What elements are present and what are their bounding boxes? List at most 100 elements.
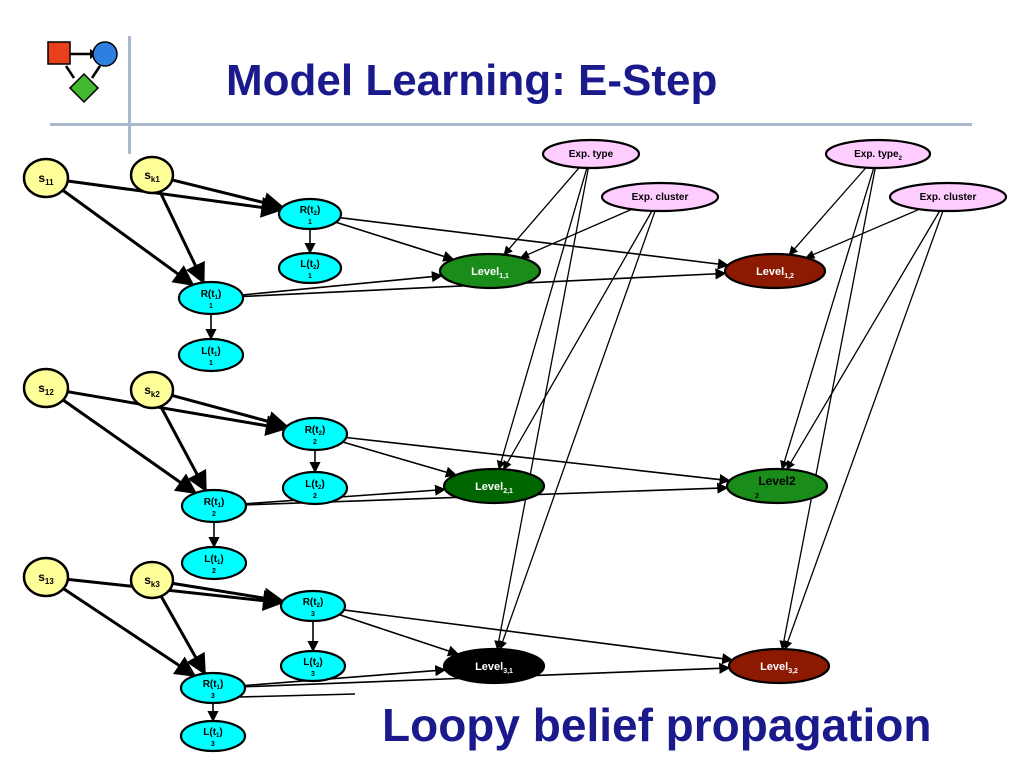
node-index-Rt2_1: 1	[308, 219, 312, 226]
node-label-Lt2_3: L(t2)	[303, 657, 322, 669]
node-label-Lt1_2: L(t1)	[204, 554, 223, 566]
node-label-Lt1_3: L(t1)	[203, 727, 222, 739]
node-Rt2_1: R(t2)1	[277, 197, 343, 231]
node-label-s11: s11	[38, 171, 54, 187]
edge-exp_cluster2-to-level32	[783, 210, 944, 650]
node-Lt1_3: L(t1) 3	[179, 719, 247, 753]
node-label-Rt1_1: R(t1)	[201, 289, 222, 301]
edge-s11-to-Rt2_1	[67, 179, 283, 218]
edge-sk3-to-Rt1_3	[159, 595, 207, 676]
node-Rt1_2: R(t1) 2	[180, 488, 248, 524]
node-level12: Level1,2	[723, 252, 827, 290]
node-level31: Level3,1	[442, 647, 546, 685]
node-Lt2_3: L(t2) 3	[279, 649, 347, 683]
edge-stub	[239, 693, 356, 698]
edge-Rt1_3-to-level31	[244, 665, 447, 687]
node-Rt2_2: R(t2) 2	[281, 416, 349, 452]
node-label-Lt2_2: L(t2)	[305, 479, 324, 491]
edges	[61, 167, 944, 723]
edge-Rt2_1-to-level12	[339, 216, 730, 270]
edge-Rt2_3-to-level32	[343, 609, 734, 665]
edge-exp_type1-to-level31	[494, 167, 589, 650]
node-label-Rt2_3: R(t2)	[303, 597, 324, 609]
node-label-exp_type1: Exp. type	[569, 149, 614, 160]
node-index-Lt1_1: 1	[209, 360, 213, 367]
model-network-icon	[47, 41, 118, 104]
node-index-Lt2_3: 3	[311, 671, 315, 678]
node-label-Rt1_2: R(t1)	[204, 497, 225, 509]
slide-title: Model Learning: E-Step	[226, 56, 718, 105]
node-index-Rt1_1: 1	[209, 303, 213, 310]
node-index-Lt1_3: 3	[211, 741, 215, 748]
node-sk3: sk3	[129, 560, 175, 600]
edge-s13-to-Rt1_3	[62, 587, 197, 677]
edge-sk2-to-Rt2_2	[171, 393, 289, 432]
node-sk2: sk2	[129, 370, 175, 410]
node-label-exp_type2: Exp. type2	[854, 149, 902, 162]
node-label-sk3: sk3	[144, 573, 160, 589]
edge-Rt2_3-to-level31	[338, 613, 460, 657]
node-exp_cluster2: Exp. cluster	[888, 181, 1008, 213]
node-index-Lt1_2: 2	[212, 568, 216, 575]
edge-Rt2_2-to-level22	[346, 436, 731, 486]
node-exp_type1: Exp. type	[541, 138, 641, 170]
node-Rt2_3: R(t2) 3	[279, 589, 347, 623]
node-label-level11: Level1,1	[471, 266, 509, 280]
node-label-s13: s13	[38, 570, 54, 586]
node-level22: Level2 2	[725, 467, 829, 505]
node-index-Rt1_3: 3	[211, 693, 215, 700]
node-label-Lt1_1: L(t1)	[201, 346, 220, 358]
edge-exp_type1-to-level11	[503, 167, 580, 256]
node-label-sk1: sk1	[144, 168, 160, 184]
edge-sk1-to-Rt2_1	[171, 178, 285, 213]
node-index-Rt1_2: 2	[212, 511, 216, 518]
edge-exp_cluster2-to-level22	[786, 210, 941, 471]
node-label-Lt2_1: L(t2)	[300, 259, 319, 271]
node-label-s12: s12	[38, 381, 54, 397]
edge-exp_type2-to-level12	[788, 167, 867, 256]
node-label-exp_cluster1: Exp. cluster	[632, 192, 689, 203]
edge-exp_cluster1-to-level31	[498, 210, 656, 650]
edge-sk3-to-Rt2_3	[172, 581, 285, 609]
node-level21: Level2,1	[442, 467, 546, 505]
node-index-Rt2_3: 3	[311, 611, 315, 618]
node-Rt1_3: R(t1) 3	[179, 671, 247, 705]
node-label-Rt1_3: R(t1)	[203, 679, 224, 691]
edge-sk1-to-Rt1_1	[158, 190, 205, 285]
node-Lt2_2: L(t2) 2	[281, 470, 349, 506]
edge-exp_cluster1-to-level21	[503, 210, 653, 471]
vertical-divider	[128, 36, 131, 154]
node-label-exp_cluster2: Exp. cluster	[920, 192, 977, 203]
edge-Rt2_2-to-level21	[342, 441, 458, 478]
node-sk1: sk1	[129, 155, 175, 195]
edge-exp_type1-to-level21	[496, 167, 588, 470]
caption: Loopy belief propagation	[382, 699, 932, 751]
edge-Rt1_1-to-level11	[242, 271, 444, 296]
node-label-level22: Level2	[758, 474, 796, 488]
node-label-level32: Level3,2	[760, 661, 798, 675]
node-label-Rt2_2: R(t2)	[305, 425, 326, 437]
node-level32: Level3,2	[727, 647, 831, 685]
node-Lt1_1: L(t1) 1	[177, 337, 245, 373]
edge-Rt2_1-to-level11	[335, 221, 455, 262]
edge-s12-to-Rt1_2	[62, 398, 198, 495]
node-index-level22: 2	[755, 493, 759, 500]
node-index-Lt2_2: 2	[313, 493, 317, 500]
node-s11: s11	[22, 157, 70, 199]
edge-Rt1_2-to-level21	[245, 484, 447, 505]
node-exp_type2: Exp. type2	[824, 138, 932, 170]
edge-s12-to-Rt2_2	[67, 390, 287, 436]
node-label-level12: Level1,2	[756, 266, 794, 280]
node-exp_cluster1: Exp. cluster	[600, 181, 720, 213]
node-level11: Level1,1	[438, 252, 542, 290]
node-label-level21: Level2,1	[475, 481, 513, 495]
node-index-Lt2_1: 1	[308, 273, 312, 280]
edge-s13-to-Rt2_3	[67, 577, 284, 612]
node-Lt2_1: L(t2) 1	[277, 251, 343, 285]
edge-s11-to-Rt1_1	[61, 189, 195, 287]
horizontal-divider	[50, 123, 972, 126]
node-index-Rt2_2: 2	[313, 439, 317, 446]
node-Rt1_1: R(t1) 1	[177, 280, 245, 316]
